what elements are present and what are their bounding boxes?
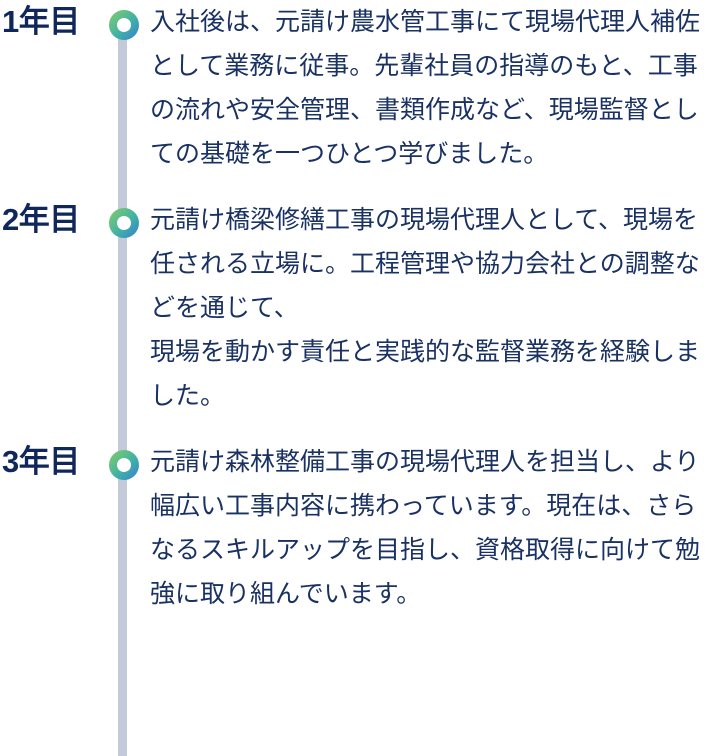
timeline-entry-year-1: 1年目 入社後は、元請け農水管工事にて現場代理人補佐として業務に従事。先輩社員の…	[0, 0, 720, 176]
circle-ring-icon	[109, 208, 139, 238]
timeline-year-label-1: 1年目	[2, 4, 80, 39]
timeline-entry-year-2: 2年目 元請け橋梁修繕工事の現場代理人として、現場を任される立場に。工程管理や協…	[0, 198, 720, 418]
timeline-marker-column-1	[105, 0, 150, 176]
timeline-vertical-rail	[118, 26, 127, 756]
timeline-year-label-2: 2年目	[2, 202, 80, 237]
timeline-entry-text-3: 元請け森林整備工事の現場代理人を担当し、より幅広い工事内容に携わっています。現在…	[150, 448, 701, 608]
timeline-year-label-3: 3年目	[2, 444, 80, 479]
timeline-entry-text-2: 元請け橋梁修繕工事の現場代理人として、現場を任される立場に。工程管理や協力会社と…	[150, 198, 720, 418]
circle-ring-icon	[109, 10, 139, 40]
entry-spacer-2	[0, 418, 720, 440]
circle-ring-icon	[109, 450, 139, 480]
entry-spacer-1	[0, 176, 720, 198]
timeline-entry-text-1: 入社後は、元請け農水管工事にて現場代理人補佐として業務に従事。先輩社員の指導のも…	[150, 8, 701, 168]
timeline-entry-year-3: 3年目 元請け森林整備工事の現場代理人を担当し、より幅広い工事内容に携わっていま…	[0, 440, 720, 616]
timeline-entry-text-2-part-1: 元請け橋梁修繕工事の現場代理人として、現場を任される立場に。工程管理や協力会社と…	[150, 206, 700, 322]
timeline-marker-column-3	[105, 440, 150, 616]
timeline-marker-column-2	[105, 198, 150, 418]
timeline-entry-text-2-part-2: 現場を動かす責任と実践的な監督業務を経験しました。	[150, 338, 701, 410]
